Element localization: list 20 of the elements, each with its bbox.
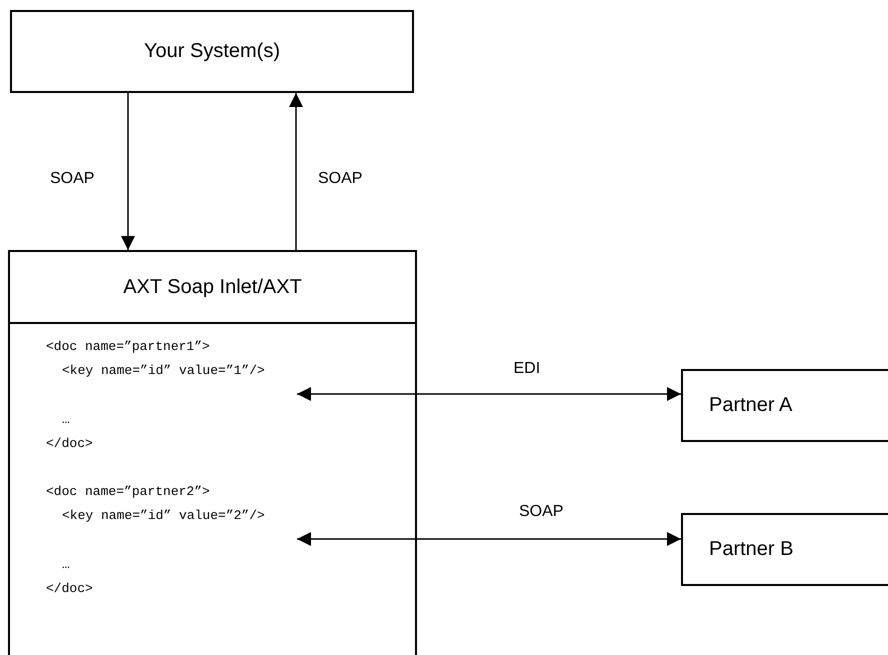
arrow [289,93,303,250]
code-line: <key name=”id” value=”1”/> [62,362,265,380]
system-box [10,10,414,93]
box-heading: AXT Soap Inlet/AXT [123,276,302,298]
code-line: </doc> [46,435,93,453]
code-line: <doc name=”partner1”> [46,338,210,356]
arrow [297,387,681,401]
arrow [121,93,135,250]
node-label: Your System(s) [144,40,280,63]
node-label: Partner B [709,538,794,561]
arrow [297,532,681,546]
code-line: … [62,411,70,429]
node-label: Partner A [709,394,792,417]
partner-box [681,369,888,442]
code-line: <key name=”id” value=”2”/> [62,507,265,525]
code-line: <doc name=”partner2”> [46,483,210,501]
code-line: </doc> [46,580,93,598]
code-line: … [62,556,70,574]
partner-box [681,513,888,586]
inlet-box [8,250,417,655]
